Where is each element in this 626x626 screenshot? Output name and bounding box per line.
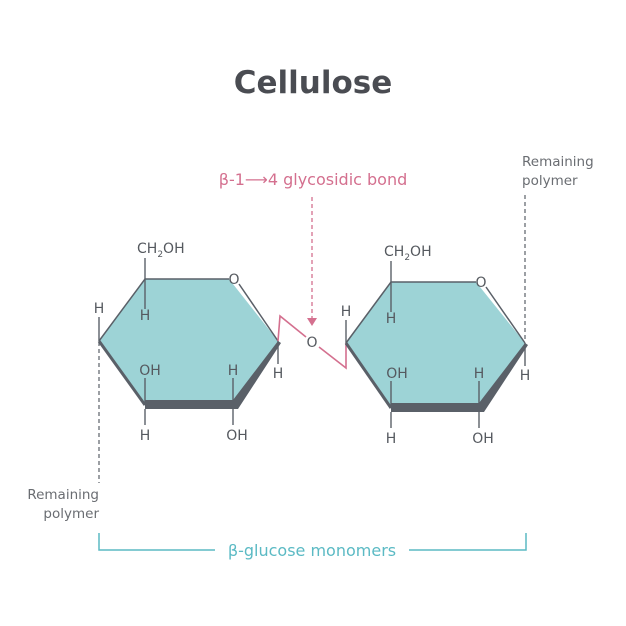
bridge-oxygen: O (306, 335, 317, 351)
svg-text:H: H (94, 301, 105, 317)
svg-text:H: H (386, 311, 397, 327)
svg-text:OH: OH (139, 363, 161, 379)
svg-text:H: H (520, 368, 531, 384)
svg-text:H: H (474, 366, 485, 382)
svg-text:H: H (273, 366, 284, 382)
remaining-polymer-left-label: Remaining polymer (27, 487, 99, 522)
diagram-title: Cellulose (234, 65, 393, 101)
svg-text:OH: OH (226, 428, 248, 444)
ring-fill (346, 282, 525, 408)
svg-text:H: H (140, 308, 151, 324)
svg-text:polymer: polymer (522, 173, 578, 189)
svg-text:OH: OH (386, 366, 408, 382)
svg-text:Remaining: Remaining (27, 487, 99, 503)
monomers-label: β-glucose monomers (228, 541, 396, 560)
ring-fill (99, 279, 278, 405)
svg-text:H: H (341, 304, 352, 320)
remaining-polymer-right-label: Remaining polymer (522, 154, 594, 189)
ch2oh-group: CH2OH (384, 244, 432, 263)
ring-oxygen: O (475, 275, 486, 291)
right-glucose-ring: O CH2OH H H OH H H OH H (341, 244, 531, 447)
bond-pointer-arrow (307, 197, 317, 326)
glycosidic-bond: O (277, 314, 347, 370)
svg-text:H: H (228, 363, 239, 379)
monomers-bracket: β-glucose monomers (98, 533, 527, 560)
svg-text:Remaining: Remaining (522, 154, 594, 170)
svg-text:polymer: polymer (43, 506, 99, 522)
svg-text:H: H (386, 431, 397, 447)
ch2oh-group: CH2OH (137, 241, 185, 260)
glycosidic-bond-label: β-1⟶4 glycosidic bond (219, 170, 408, 189)
ring-oxygen: O (228, 272, 239, 288)
left-glucose-ring: O CH2OH H H OH H H OH H (94, 241, 284, 444)
svg-text:OH: OH (472, 431, 494, 447)
svg-text:H: H (140, 428, 151, 444)
